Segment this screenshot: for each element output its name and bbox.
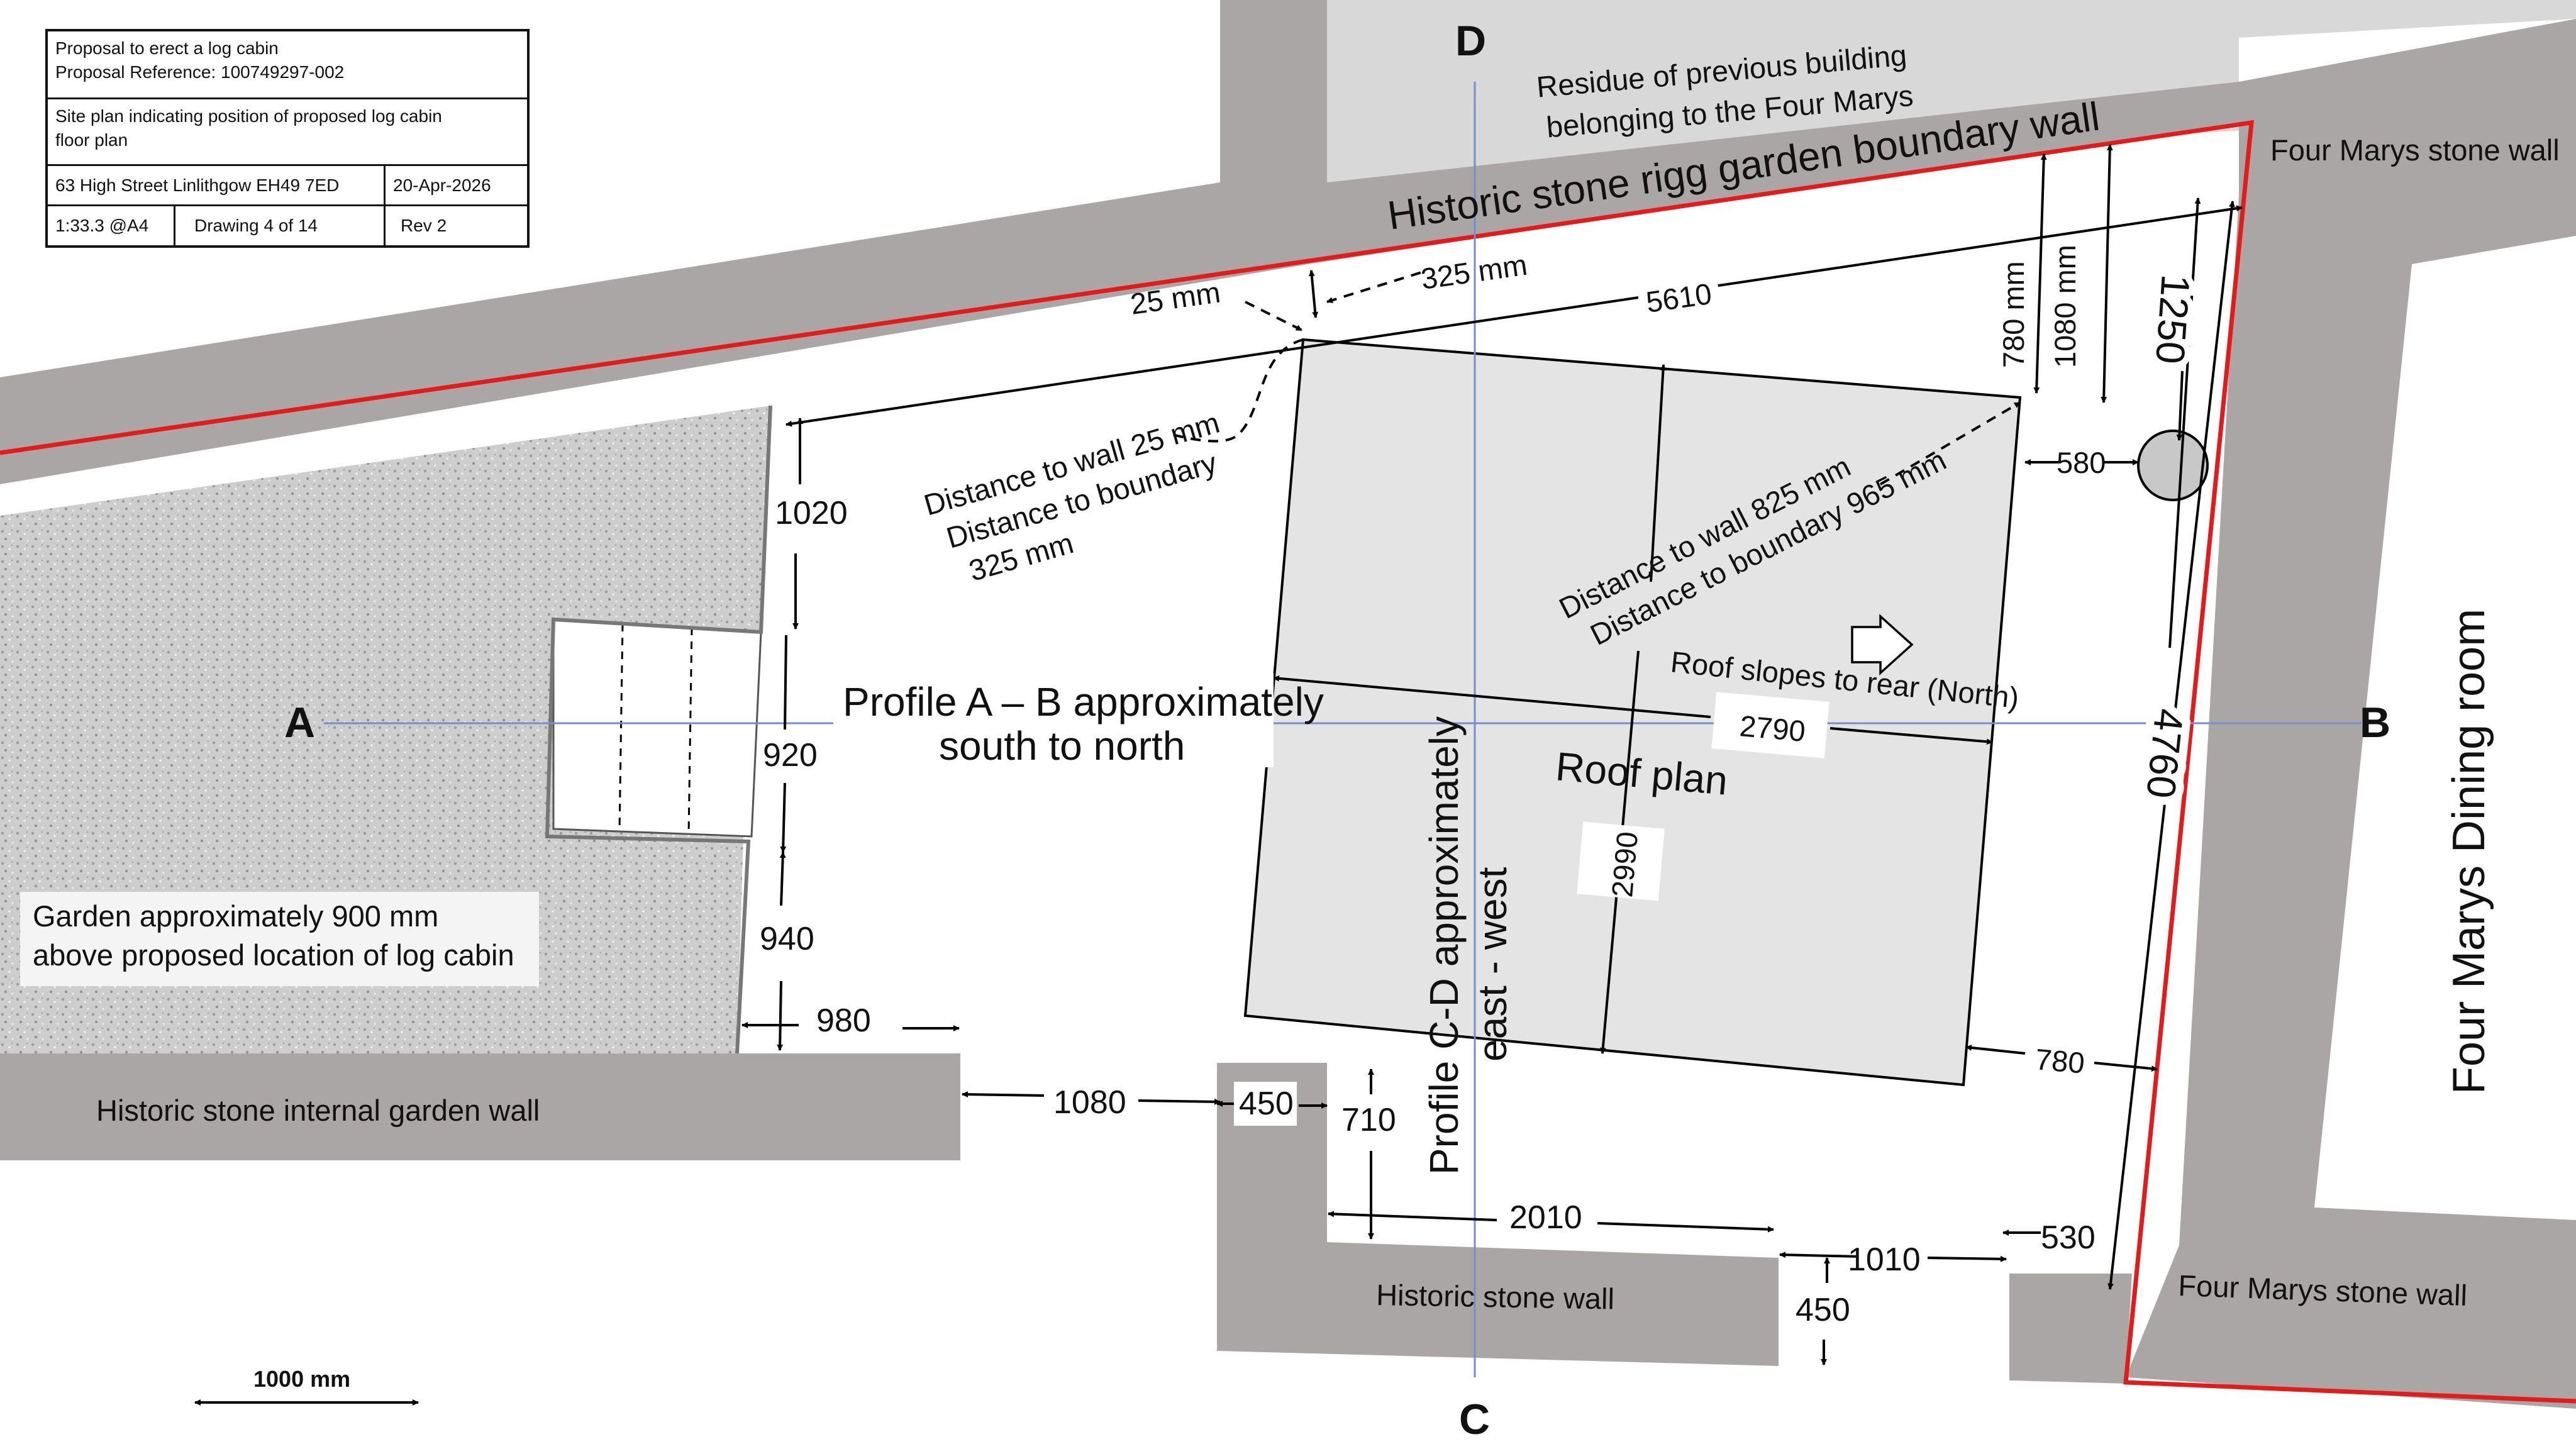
stone-wall-pier <box>2009 1274 2132 1384</box>
dim-710: 710 <box>1341 1102 1396 1138</box>
dim-2790-box <box>1711 692 1829 758</box>
drain-icon <box>2137 430 2209 501</box>
drawing-description-line2: floor plan <box>55 130 128 150</box>
scale-bar-label: 1000 mm <box>253 1366 350 1392</box>
dim-1010: 1010 <box>1848 1241 1921 1278</box>
dim-530: 530 <box>2041 1219 2096 1256</box>
four-marys-wall-label-top: Four Marys stone wall <box>2270 133 2560 167</box>
axis-label-b: B <box>2360 699 2390 747</box>
raised-garden-area <box>0 406 770 1053</box>
drawing-date: 20-Apr-2026 <box>384 166 528 204</box>
garden-note-line2: above proposed location of log cabin <box>33 938 514 972</box>
garden-note-box <box>20 892 539 986</box>
dim-940: 940 <box>760 921 814 957</box>
dim-920: 920 <box>763 737 818 774</box>
axis-label-c: C <box>1459 1396 1490 1443</box>
dim-1080: 1080 <box>1053 1084 1126 1121</box>
dim-2010: 2010 <box>1509 1199 1582 1236</box>
dim-4760: 4760 <box>2138 707 2192 801</box>
profile-ab-label-box <box>833 673 1274 767</box>
dim-1080mm: 1080 mm <box>2048 245 2082 368</box>
garden-note-line1: Garden approximately 900 mm <box>33 899 438 933</box>
axis-label-a: A <box>284 699 315 747</box>
profile-cd-label-line2: east - west <box>1470 867 1515 1062</box>
dim-780: 780 <box>2034 1042 2086 1080</box>
dim-2990: 2990 <box>1605 830 1644 899</box>
drawing-scale: 1:33.3 @A4 <box>55 216 149 235</box>
garden-edge <box>545 405 772 1054</box>
profile-ab-label-line1: Profile A – B approximately <box>843 679 1324 724</box>
dim-2790: 2790 <box>1738 709 1807 748</box>
dim-1250: 1250 <box>2147 273 2199 365</box>
dim-580: 580 <box>2057 446 2106 479</box>
garden-steps <box>552 618 762 838</box>
historic-stone-internal-garden-wall <box>0 1053 960 1160</box>
dimension-lines <box>741 144 2243 1365</box>
axis-label-d: D <box>1455 17 1486 65</box>
proposal-reference: Proposal Reference: 100749297-002 <box>55 62 345 82</box>
profile-cd-label-line1: Profile C-D approximately <box>1421 716 1467 1175</box>
dim-1020: 1020 <box>775 495 848 531</box>
dim-450a: 450 <box>1239 1085 1294 1122</box>
dim-5610: 5610 <box>1644 277 1714 319</box>
roof-slope-arrow-icon <box>1851 614 1914 675</box>
dim-450b: 450 <box>1796 1292 1850 1328</box>
dim-325mm: 325 mm <box>1419 248 1530 296</box>
dim-450a-box <box>1234 1082 1297 1126</box>
dim-780mm: 780 mm <box>1997 261 2030 368</box>
dining-room-label: Four Marys Dining room <box>2444 609 2494 1094</box>
profile-ab-label-line2: south to north <box>939 723 1185 769</box>
internal-wall-label: Historic stone internal garden wall <box>96 1094 540 1127</box>
drawing-revision: Rev 2 <box>384 206 528 248</box>
title-block: Proposal to erect a log cabin Proposal R… <box>45 29 530 248</box>
stone-wall-label: Historic stone wall <box>1376 1278 1615 1316</box>
historic-stone-wall-south <box>1217 1063 1779 1366</box>
dim-2990-box <box>1577 821 1665 901</box>
site-address: 63 High Street Linlithgow EH49 7ED <box>55 175 340 195</box>
drawing-description-line1: Site plan indicating position of propose… <box>55 106 442 126</box>
residue-building-area <box>1327 0 2576 182</box>
drawing-number: Drawing 4 of 14 <box>174 206 384 248</box>
proposal-title: Proposal to erect a log cabin <box>55 38 279 58</box>
dim-980: 980 <box>816 1002 871 1039</box>
